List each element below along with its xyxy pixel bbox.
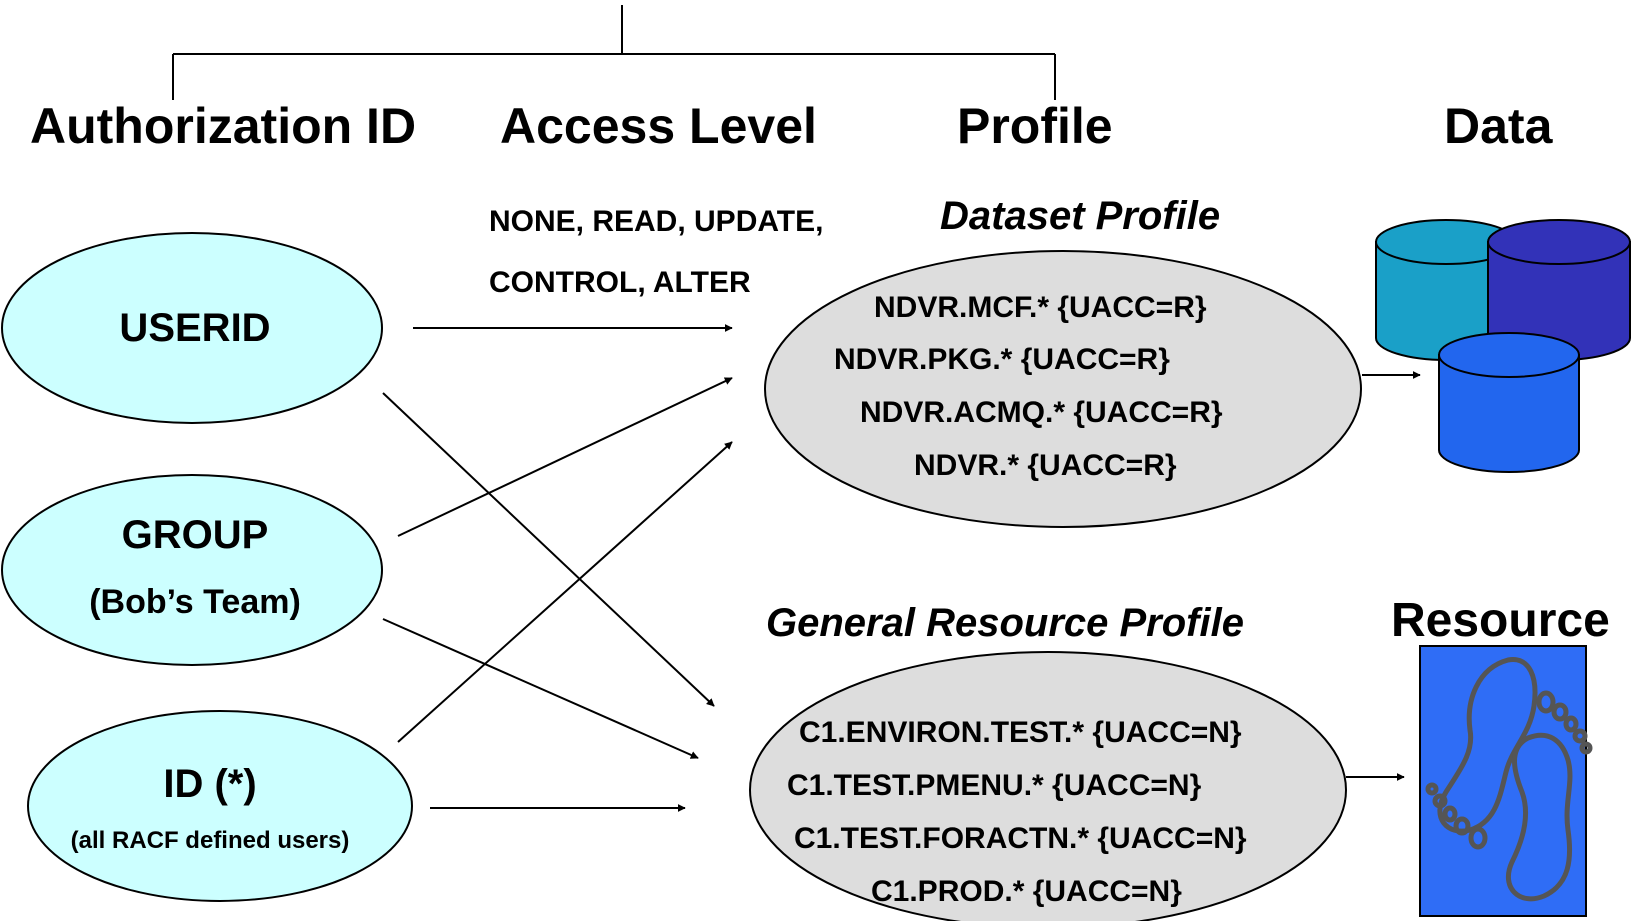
dataset-profile-entry: NDVR.ACMQ.* {UACC=R} xyxy=(860,396,1223,429)
resource-footprints-icon xyxy=(1419,645,1593,917)
arrow-userid-resource xyxy=(382,392,715,707)
header-profile: Profile xyxy=(957,98,1113,154)
dataset-profile-entry: NDVR.PKG.* {UACC=R} xyxy=(834,343,1170,376)
userid-node xyxy=(1,232,383,424)
database-icon xyxy=(1375,219,1631,473)
dataset-profile-entry: NDVR.MCF.* {UACC=R} xyxy=(874,291,1207,324)
general-resource-profile-title: General Resource Profile xyxy=(766,601,1244,645)
dataset-profile-entry: NDVR.* {UACC=R} xyxy=(914,449,1177,482)
dataset-profile-title: Dataset Profile xyxy=(940,194,1221,238)
userid-label: USERID xyxy=(119,306,271,350)
general-resource-profile-entry: C1.TEST.FORACTN.* {UACC=N} xyxy=(794,822,1247,855)
group-label: GROUP xyxy=(121,513,269,557)
all-users-sublabel: (all RACF defined users) xyxy=(70,827,350,854)
header-bracket xyxy=(172,5,1056,100)
general-resource-profile-entry: C1.ENVIRON.TEST.* {UACC=N} xyxy=(799,716,1242,749)
general-resource-profile-entry: C1.TEST.PMENU.* {UACC=N} xyxy=(787,769,1202,802)
database-cylinder-navy-icon xyxy=(1487,219,1631,361)
header-access-level: Access Level xyxy=(500,98,817,154)
connector-arrows xyxy=(382,324,1421,812)
arrow-group-dataset xyxy=(397,377,733,537)
all-users-label: ID (*) xyxy=(163,762,257,806)
database-cylinder-blue-icon xyxy=(1438,332,1580,473)
header-authorization-id: Authorization ID xyxy=(30,98,417,154)
group-sublabel: (Bob’s Team) xyxy=(89,583,301,621)
access-levels-line1: NONE, READ, UPDATE, xyxy=(489,205,824,238)
general-resource-profile-entry: C1.PROD.* {UACC=N} xyxy=(871,875,1182,908)
access-levels-line2: CONTROL, ALTER xyxy=(489,266,751,299)
arrow-all-dataset xyxy=(397,441,733,743)
dataset-profile-node xyxy=(764,250,1362,528)
all-users-node xyxy=(27,710,413,902)
header-data: Data xyxy=(1444,98,1553,154)
general-resource-profile-node xyxy=(749,651,1347,921)
arrow-group-resource xyxy=(382,618,699,759)
header-resource: Resource xyxy=(1391,594,1610,647)
group-node xyxy=(1,474,383,666)
